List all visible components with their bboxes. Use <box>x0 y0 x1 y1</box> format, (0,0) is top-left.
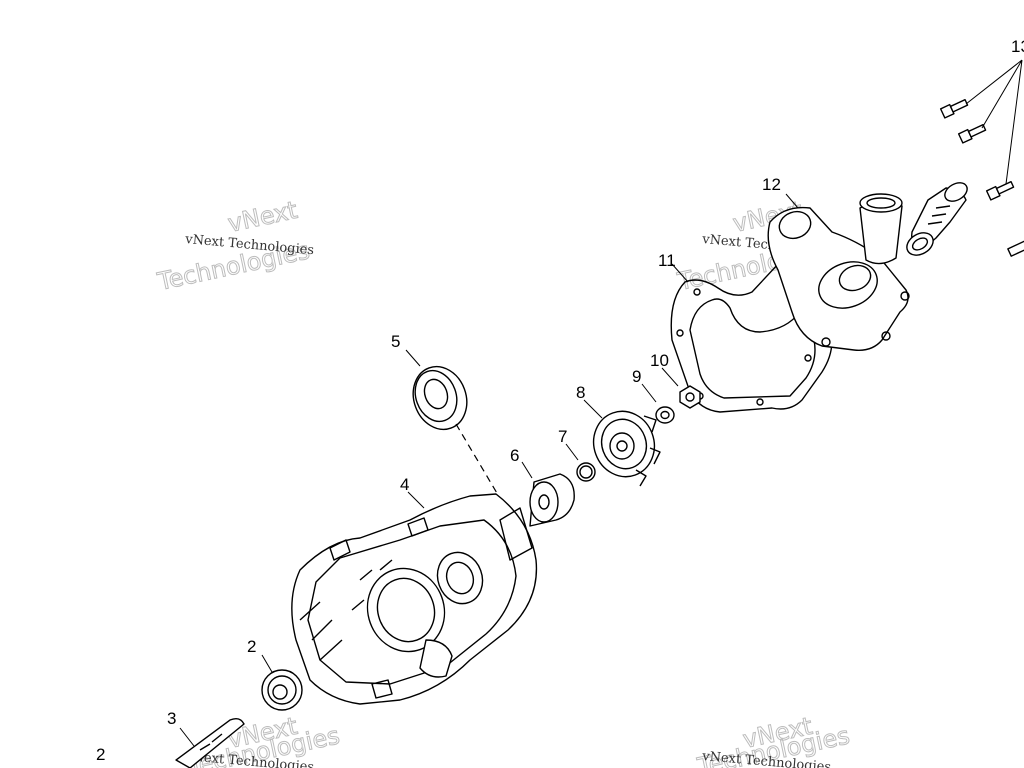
part-4-housing <box>291 493 538 705</box>
part-6-bushing <box>529 473 575 527</box>
callout-3: 3 <box>167 709 176 728</box>
leader-lines <box>179 193 799 747</box>
part-2-bearing <box>261 669 303 711</box>
callout-4: 4 <box>400 475 409 494</box>
watermark-left-top: vNext Technologies vNext Technologies <box>154 195 315 296</box>
callout-13: 13 <box>1011 37 1024 56</box>
callout-9: 9 <box>632 367 641 386</box>
part-12-pump-cover <box>767 193 910 351</box>
part-10-nut <box>679 385 701 409</box>
callout-7: 7 <box>558 427 567 446</box>
callout-6: 6 <box>510 446 519 465</box>
part-3-shaft <box>175 717 245 768</box>
callouts: 2 2 3 4 5 6 7 8 9 10 11 12 13 <box>96 37 1024 764</box>
watermark-right-bottom: vNext Technologies vNext Technologies <box>694 711 853 768</box>
callout-2-shaft: 2 <box>96 745 105 764</box>
callout-11: 11 <box>658 251 676 270</box>
callout-5: 5 <box>391 332 400 351</box>
callout-2: 2 <box>247 637 256 656</box>
part-8-impeller <box>592 410 661 487</box>
callout-10: 10 <box>650 351 669 370</box>
watermark-logo: vNext <box>225 196 299 238</box>
part-9-washer <box>655 406 675 424</box>
part-7-oring <box>576 462 596 482</box>
part-13-bolts <box>939 59 1024 257</box>
callout-12: 12 <box>762 175 781 194</box>
assembly-line-5 <box>455 423 521 533</box>
part-5-seal <box>412 365 468 431</box>
elbow-fitting <box>906 182 968 256</box>
callout-8: 8 <box>576 383 585 402</box>
